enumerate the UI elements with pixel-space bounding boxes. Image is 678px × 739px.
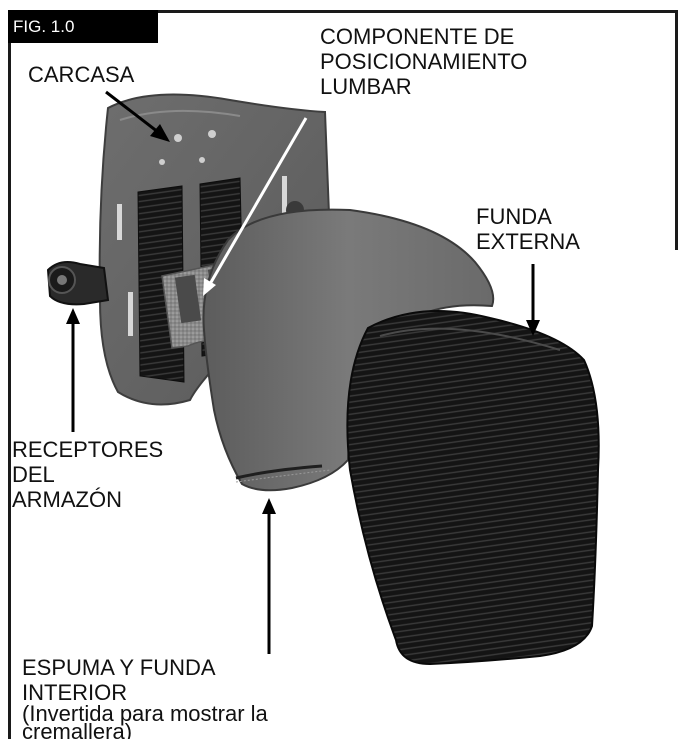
label-foam-line2: INTERIOR [22,680,128,705]
label-foam-note: (Invertida para mostrar la cremallera) [22,701,268,739]
label-lumbar-component: COMPONENTE DE POSICIONAMIENTO LUMBAR [320,24,528,99]
figure-number-tag: FIG. 1.0 [8,10,158,43]
label-shell: CARCASA [28,62,135,87]
label-outer-cover: FUNDA EXTERNA [476,204,580,254]
callout-arrow-outer-cover [526,264,540,336]
callout-arrow-shell [105,90,170,142]
label-frame-receivers: RECEPTORES DEL ARMAZÓN [12,437,164,512]
callout-arrow-foam [262,498,276,654]
frame-top-border [8,10,678,13]
label-foam-line1: ESPUMA Y FUNDA [22,655,216,680]
callout-arrow-lumbar [203,117,308,296]
frame-right-border [675,10,678,250]
frame-left-border [8,10,11,739]
outer-cover-part [346,309,600,666]
callout-arrow-receivers [66,308,80,432]
